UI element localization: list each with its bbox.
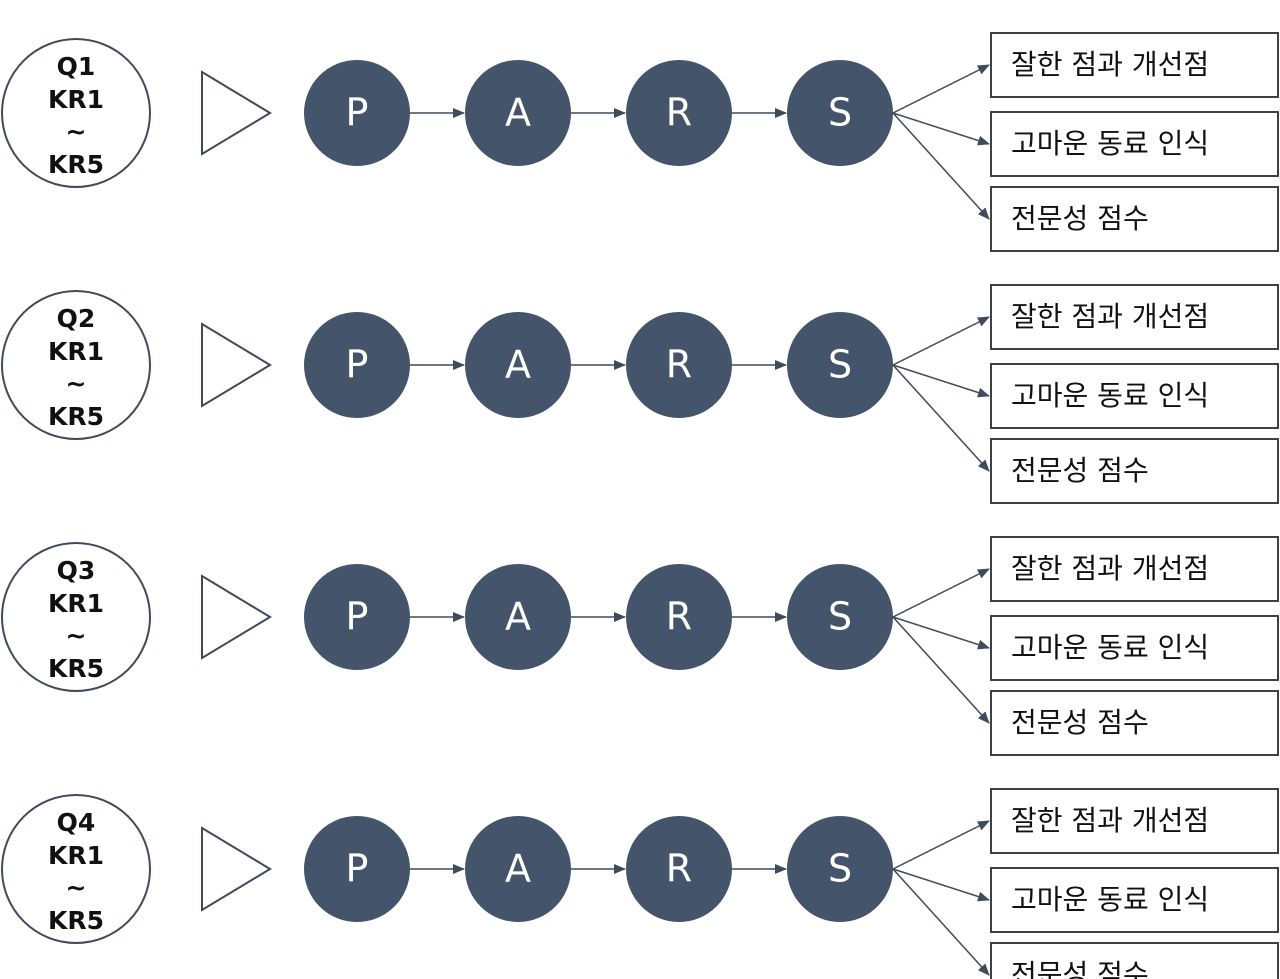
fanout-arrow [892, 364, 990, 472]
quarter-kr-circle [1, 542, 151, 692]
kr-range-label: KR5 [48, 402, 104, 431]
fanout-arrow [892, 64, 990, 114]
pars-node-label: A [505, 343, 531, 387]
pars-node-label: S [828, 343, 852, 387]
pars-node-r [626, 312, 732, 418]
pars-node-a [465, 312, 571, 418]
fanout-arrow [892, 868, 990, 976]
fanout-arrow [892, 112, 990, 220]
pars-node-s [787, 312, 893, 418]
pars-node-p [304, 816, 410, 922]
output-box [990, 615, 1279, 681]
play-triangle-icon [201, 70, 272, 156]
quarter-kr-circle [1, 290, 151, 440]
pars-node-label: P [346, 847, 369, 891]
pars-node-s [787, 60, 893, 166]
output-label: 전문성 점수 [1011, 958, 1149, 979]
pars-node-label: S [828, 847, 852, 891]
pars-node-label: R [666, 91, 692, 135]
pars-node-label: P [346, 595, 369, 639]
pars-node-s [787, 564, 893, 670]
output-label: 전문성 점수 [1011, 454, 1149, 487]
play-triangle-icon [201, 826, 272, 912]
quarter-label: Q3 [57, 556, 96, 585]
fanout-arrow [892, 112, 990, 146]
pars-node-label: S [828, 595, 852, 639]
kr-range-label: ~ [66, 117, 87, 146]
kr-range-label: KR5 [48, 906, 104, 935]
quarter-label: Q1 [57, 52, 96, 81]
kr-range-label: ~ [66, 621, 87, 650]
pars-node-label: A [505, 595, 531, 639]
kr-range-label: KR1 [48, 589, 104, 618]
output-box [990, 284, 1279, 350]
fanout-arrow [892, 616, 990, 650]
kr-range-label: KR5 [48, 654, 104, 683]
pars-node-a [465, 816, 571, 922]
output-label: 잘한 점과 개선점 [1011, 300, 1209, 333]
pars-node-r [626, 816, 732, 922]
output-box [990, 186, 1279, 252]
output-label: 잘한 점과 개선점 [1011, 48, 1209, 81]
pars-node-label: P [346, 343, 369, 387]
pars-node-label: A [505, 847, 531, 891]
output-box [990, 32, 1279, 98]
fanout-arrow [892, 316, 990, 366]
pars-node-r [626, 60, 732, 166]
output-label: 고마운 동료 인식 [1011, 883, 1209, 916]
quarter-label: Q4 [57, 808, 96, 837]
pars-node-label: R [666, 595, 692, 639]
pars-node-p [304, 564, 410, 670]
output-label: 고마운 동료 인식 [1011, 631, 1209, 664]
output-label: 전문성 점수 [1011, 202, 1149, 235]
fanout-arrow [892, 868, 990, 902]
pars-node-label: S [828, 91, 852, 135]
kr-range-label: KR5 [48, 150, 104, 179]
kr-range-label: KR1 [48, 841, 104, 870]
pars-node-label: A [505, 91, 531, 135]
output-box [990, 942, 1279, 979]
pars-node-a [465, 60, 571, 166]
pars-node-s [787, 816, 893, 922]
pars-node-a [465, 564, 571, 670]
output-label: 고마운 동료 인식 [1011, 127, 1209, 160]
pars-node-p [304, 60, 410, 166]
output-box [990, 867, 1279, 933]
pars-node-label: R [666, 343, 692, 387]
fanout-arrow [892, 616, 990, 724]
quarter-kr-circle [1, 794, 151, 944]
kr-range-label: KR1 [48, 85, 104, 114]
quarter-kr-circle [1, 38, 151, 188]
fanout-arrow [892, 568, 990, 618]
kr-range-label: KR1 [48, 337, 104, 366]
kr-range-label: ~ [66, 369, 87, 398]
pars-node-label: R [666, 847, 692, 891]
output-label: 잘한 점과 개선점 [1011, 552, 1209, 585]
fanout-arrow [892, 820, 990, 870]
kr-range-label: ~ [66, 873, 87, 902]
output-box [990, 438, 1279, 504]
play-triangle-icon [201, 322, 272, 408]
pars-node-r [626, 564, 732, 670]
pars-node-label: P [346, 91, 369, 135]
output-box [990, 363, 1279, 429]
output-label: 고마운 동료 인식 [1011, 379, 1209, 412]
fanout-arrow [892, 364, 990, 398]
play-triangle-icon [201, 574, 272, 660]
output-label: 전문성 점수 [1011, 706, 1149, 739]
output-box [990, 111, 1279, 177]
output-label: 잘한 점과 개선점 [1011, 804, 1209, 837]
output-box [990, 788, 1279, 854]
quarter-label: Q2 [57, 304, 96, 333]
pars-node-p [304, 312, 410, 418]
output-box [990, 690, 1279, 756]
output-box [990, 536, 1279, 602]
